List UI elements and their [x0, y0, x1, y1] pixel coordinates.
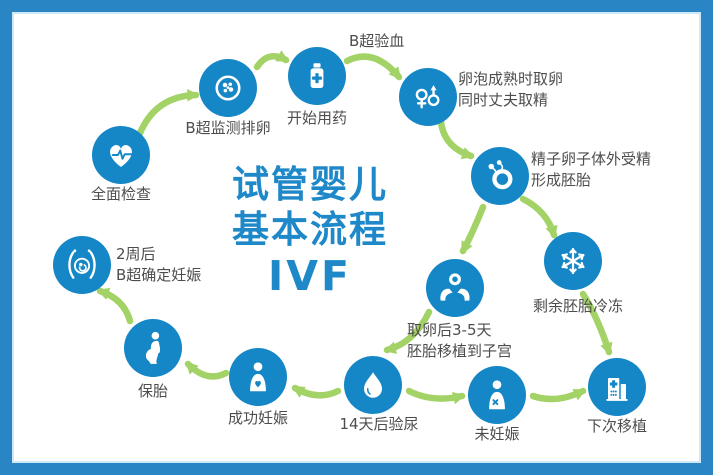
person-heart-icon	[239, 358, 277, 396]
poster-title-line2: 基本流程	[232, 208, 388, 251]
node-urine-test	[344, 356, 402, 414]
node-medication	[288, 47, 346, 105]
node-label-embryo-transfer: 取卵后3-5天 胚胎移植到子宫	[407, 321, 513, 360]
arrow-urine-test>not-pregnant	[405, 387, 466, 405]
hospital-icon	[599, 369, 635, 405]
node-label-fertilization: 精子卵子体外受精 形成胚胎	[531, 150, 652, 189]
arrow-not-pregnant>next-transfer	[529, 387, 587, 403]
edge-label-medication>egg-retrieval: B超验血	[349, 32, 405, 50]
node-label-checkup: 全面检查	[90, 185, 151, 203]
arrow-pregnancy-care>pregnancy-confirm	[96, 287, 134, 325]
poster-title-line1: 试管婴儿	[232, 163, 388, 206]
ovary-follicles-icon	[210, 70, 246, 106]
node-pregnancy-care	[124, 319, 182, 377]
arrow-egg-retrieval>fertilization	[437, 118, 475, 160]
node-label-ovulation-monitor: B超监测排卵	[185, 119, 271, 137]
node-next-transfer	[588, 358, 646, 416]
arrow-ovulation-monitor>medication	[253, 50, 290, 71]
medicine-bottle-icon	[300, 59, 334, 93]
gender-symbols-icon	[409, 78, 447, 116]
arrow-fertilization>embryo-transfer	[459, 203, 487, 255]
node-label-urine-test: 14天后验尿	[339, 415, 419, 433]
pregnant-woman-icon	[134, 329, 172, 367]
snowflake-icon	[555, 243, 591, 279]
node-embryo-freeze	[544, 232, 602, 290]
person-x-icon	[478, 376, 516, 414]
node-ovulation-monitor	[199, 59, 257, 117]
hands-embryo-icon	[436, 269, 474, 307]
arrow-fertilization>embryo-freeze	[519, 195, 558, 239]
node-fertilization	[471, 147, 529, 205]
node-label-not-pregnant: 未妊娠	[474, 425, 520, 443]
arrow-urine-test>pregnancy-success	[291, 384, 342, 399]
poster-title: 试管婴儿 基本流程 IVF	[218, 162, 402, 300]
node-label-next-transfer: 下次移植	[586, 417, 647, 435]
node-label-pregnancy-care: 保胎	[137, 382, 168, 400]
arrow-medication>egg-retrieval	[343, 53, 403, 81]
arrow-pregnancy-success>pregnancy-care	[184, 360, 230, 380]
node-egg-retrieval	[399, 68, 457, 126]
water-drop-icon	[355, 367, 391, 403]
node-label-medication: 开始用药	[286, 109, 347, 127]
node-label-egg-retrieval: 卵泡成熟时取卵 同时丈夫取精	[458, 70, 564, 109]
egg-sperm-icon	[481, 157, 519, 195]
node-not-pregnant	[468, 366, 526, 424]
node-label-pregnancy-success: 成功妊娠	[227, 409, 288, 427]
node-label-pregnancy-confirm: 2周后 B超确定妊娠	[116, 245, 202, 284]
node-pregnancy-success	[229, 348, 287, 406]
node-pregnancy-confirm	[53, 236, 111, 294]
womb-fetus-icon	[63, 246, 101, 284]
heart-pulse-icon	[103, 137, 139, 173]
poster-title-line3: IVF	[268, 252, 352, 300]
node-label-embryo-freeze: 剩余胚胎冷冻	[532, 297, 623, 315]
node-embryo-transfer	[426, 259, 484, 317]
node-checkup	[92, 126, 150, 184]
